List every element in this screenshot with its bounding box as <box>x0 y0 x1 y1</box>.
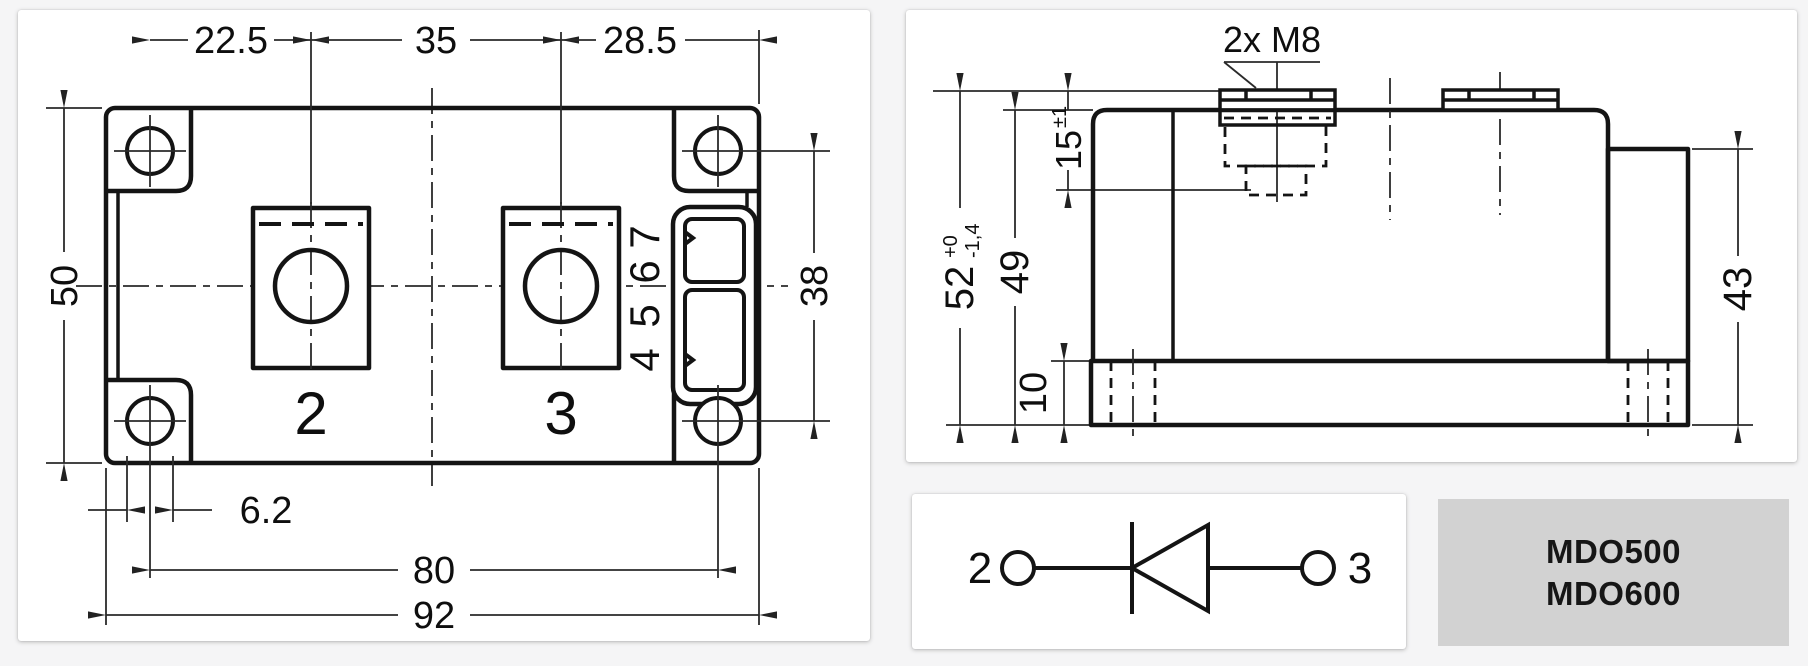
circuit-terminal-2-label: 2 <box>968 544 992 593</box>
dim-28-5: 28.5 <box>603 20 677 62</box>
dim-body-height-49: 49 <box>993 92 1037 443</box>
terminal-2-label: 2 <box>294 380 327 447</box>
dim-10: 10 <box>1013 372 1055 414</box>
dim-hole-span-80: 80 <box>132 550 736 592</box>
dim-6-2: 6.2 <box>240 490 293 532</box>
module-body-side <box>1090 107 1611 361</box>
terminal-screw-right <box>1441 72 1560 215</box>
part-number-badge: MDO500 MDO600 <box>1438 499 1789 646</box>
bolt-label: 2x M8 <box>1223 19 1321 60</box>
dim-49: 49 <box>993 250 1037 295</box>
dim-hole-diameter-6-2: 6.2 <box>88 456 292 532</box>
diode-symbol: 2 3 <box>968 521 1372 615</box>
pin-labels: 4 5 6 7 <box>621 225 668 371</box>
top-view-panel: 2 3 4 5 6 7 22.5 35 28.5 50 38 <box>18 10 870 641</box>
pin-7-label: 7 <box>621 225 668 248</box>
dim-92: 92 <box>413 595 455 637</box>
dim-43: 43 <box>1716 267 1760 312</box>
dim-total-width-92: 92 <box>88 468 777 637</box>
side-connector-block <box>1605 146 1691 364</box>
pin-connector <box>670 204 759 407</box>
dim-38: 38 <box>794 265 836 307</box>
side-view-drawing: 2x M8 52 +0 -1,4 49 15 ±1 10 <box>933 19 1760 443</box>
terminal-3-label: 3 <box>544 380 577 447</box>
pin-4-label: 4 <box>621 348 668 371</box>
dim-terminal-height-15: 15 ±1 <box>1048 73 1089 208</box>
module-outline <box>103 105 762 466</box>
side-view-panel: 2x M8 52 +0 -1,4 49 15 ±1 10 <box>906 10 1797 462</box>
mounting-hole-top-right <box>682 115 830 187</box>
dim-height-50: 50 <box>44 90 102 481</box>
terminal-2-node <box>1000 550 1036 586</box>
terminal-screw-left <box>1218 62 1337 202</box>
dim-22-5: 22.5 <box>194 20 268 62</box>
circuit-diagram: 2 3 <box>968 521 1372 615</box>
pin-6-label: 6 <box>621 260 668 283</box>
module-inner-contour <box>116 191 749 380</box>
dim-35: 35 <box>415 20 457 62</box>
dim-52-tol-minus: -1,4 <box>962 224 984 258</box>
top-view-drawing: 2 3 4 5 6 7 22.5 35 28.5 50 38 <box>44 20 836 637</box>
dim-52: 52 <box>938 266 982 311</box>
mounting-hole-top-left <box>114 115 186 187</box>
part-number-mdo500: MDO500 <box>1545 532 1682 570</box>
diode-triangle <box>1127 521 1210 615</box>
circuit-panel: 2 3 <box>912 494 1406 649</box>
dim-52-tol-plus: +0 <box>940 235 962 258</box>
terminal-pad-2 <box>250 202 372 376</box>
part-number-mdo600: MDO600 <box>1545 574 1682 612</box>
bolt-callout: 2x M8 <box>1223 19 1321 89</box>
dim-15: 15 <box>1048 130 1089 170</box>
circuit-terminal-3-label: 3 <box>1348 544 1372 593</box>
reference-lines <box>933 90 1753 426</box>
centerlines <box>76 88 788 486</box>
dim-hole-span-38: 38 <box>794 133 836 439</box>
terminal-3-node <box>1300 550 1336 586</box>
dim-connector-height-43: 43 <box>1716 131 1760 443</box>
pin-5-label: 5 <box>621 304 668 327</box>
terminal-pad-3 <box>500 202 622 376</box>
dim-80: 80 <box>413 550 455 592</box>
mounting-hole-bottom-right <box>682 385 830 578</box>
dim-top-chain: 22.5 35 28.5 <box>132 20 777 204</box>
base-plate <box>1088 349 1691 439</box>
dim-base-height-10: 10 <box>1013 343 1068 443</box>
dim-50: 50 <box>44 265 86 307</box>
dim-total-height-52: 52 +0 -1,4 <box>938 73 984 443</box>
mounting-hole-bottom-left <box>114 385 186 578</box>
dim-15-tol: ±1 <box>1049 106 1071 128</box>
